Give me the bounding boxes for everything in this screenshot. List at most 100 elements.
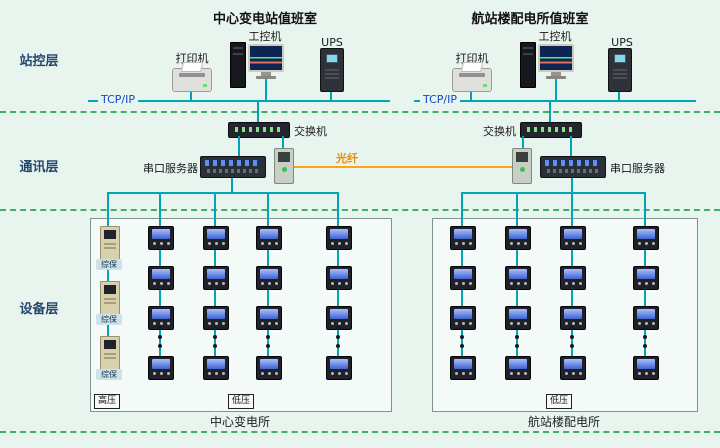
meter-device [256, 266, 282, 290]
fiber-label: 光纤 [336, 152, 358, 165]
right-workstation-label: 工控机 [538, 30, 572, 43]
left-fiber-converter-icon [274, 148, 294, 184]
right-ups-label: UPS [611, 36, 633, 49]
connector-line [190, 90, 192, 100]
fan-line [462, 192, 646, 194]
meter-device [450, 356, 476, 380]
fan-line [108, 192, 339, 194]
layer-separator-line [0, 431, 720, 433]
left-printer-icon [172, 62, 212, 92]
meter-device [450, 306, 476, 330]
meter-device [450, 226, 476, 250]
ellipsis-dots [213, 326, 217, 330]
left-printer-label: 打印机 [175, 52, 209, 65]
protection-relay-label: 综保 [96, 369, 122, 380]
connector-line [570, 136, 572, 156]
right-printer-icon [452, 62, 492, 92]
meter-device [560, 306, 586, 330]
right-switch-label: 交换机 [483, 125, 516, 138]
layer-separator-line [0, 209, 720, 211]
protection-relay-label: 综保 [96, 259, 122, 270]
meter-device [560, 226, 586, 250]
left-serial-server-label: 串口服务器 [143, 162, 198, 175]
layer-label-device: 设备层 [19, 302, 59, 317]
left-station-title: 中心变电站值班室 [212, 12, 317, 27]
meter-device [505, 356, 531, 380]
ellipsis-dots [336, 326, 340, 330]
right-tcpip-label: TCP/IP [420, 93, 460, 106]
connector-line [549, 102, 551, 122]
high-voltage-tag: 高压 [94, 394, 121, 409]
meter-device [148, 356, 174, 380]
meter-device [326, 226, 352, 250]
right-fiber-converter-icon [512, 148, 532, 184]
meter-device [326, 266, 352, 290]
right-ups-icon [608, 48, 632, 92]
protection-relay-label: 综保 [96, 314, 122, 325]
meter-device [256, 226, 282, 250]
meter-device [505, 226, 531, 250]
meter-device [505, 266, 531, 290]
ellipsis-dots [158, 326, 162, 330]
connector-line [257, 102, 259, 122]
meter-device [203, 226, 229, 250]
right-workstation-monitor-icon [538, 44, 574, 80]
right-serial-server-label: 串口服务器 [610, 162, 665, 175]
ellipsis-dots [515, 326, 519, 330]
left-workstation-label: 工控机 [248, 30, 282, 43]
connector-line [470, 90, 472, 100]
right-station-title: 航站楼配电所值班室 [471, 12, 589, 27]
meter-device [148, 266, 174, 290]
protection-relay-icon [100, 336, 120, 370]
right-panel-caption: 航站楼配电所 [527, 415, 600, 429]
connector-line [282, 136, 284, 148]
fan-line [107, 192, 109, 352]
connector-line [330, 90, 332, 100]
meter-device [203, 266, 229, 290]
left-switch-label: 交换机 [294, 125, 327, 138]
layer-label-communication: 通讯层 [19, 160, 59, 175]
fan-line [571, 176, 573, 192]
left-serial-server-icon [200, 156, 266, 178]
protection-relay-icon [100, 226, 120, 260]
tcpip-bus-line [88, 100, 390, 102]
left-tcpip-label: TCP/IP [98, 93, 138, 106]
left-workstation-tower-icon [230, 42, 246, 88]
ellipsis-dots [460, 326, 464, 330]
meter-device [203, 356, 229, 380]
right-workstation-tower-icon [520, 42, 536, 88]
right-printer-label: 打印机 [455, 52, 489, 65]
left-ups-label: UPS [321, 36, 343, 49]
low-voltage-tag: 低压 [228, 394, 255, 409]
meter-device [148, 226, 174, 250]
right-switch-icon [520, 122, 582, 138]
fan-line [231, 176, 233, 192]
ellipsis-dots [643, 326, 647, 330]
meter-device [450, 266, 476, 290]
right-serial-server-icon [540, 156, 606, 178]
left-ups-icon [320, 48, 344, 92]
meter-device [326, 356, 352, 380]
meter-device [560, 356, 586, 380]
tcpip-bus-line [414, 100, 696, 102]
meter-device [633, 356, 659, 380]
left-workstation-monitor-icon [248, 44, 284, 80]
connector-line [238, 136, 240, 156]
meter-device [633, 226, 659, 250]
ellipsis-dots [570, 326, 574, 330]
layer-label-station-control: 站控层 [19, 54, 59, 69]
fiber-line [292, 166, 512, 168]
connector-line [522, 136, 524, 148]
meter-device [256, 356, 282, 380]
layer-separator-line [0, 111, 720, 113]
left-panel-caption: 中心变电所 [209, 415, 270, 429]
low-voltage-tag: 低压 [546, 394, 573, 409]
ellipsis-dots [266, 326, 270, 330]
connector-line [265, 78, 267, 100]
connector-line [555, 78, 557, 100]
connector-line [618, 90, 620, 100]
protection-relay-icon [100, 281, 120, 315]
meter-device [633, 266, 659, 290]
left-switch-icon [228, 122, 290, 138]
